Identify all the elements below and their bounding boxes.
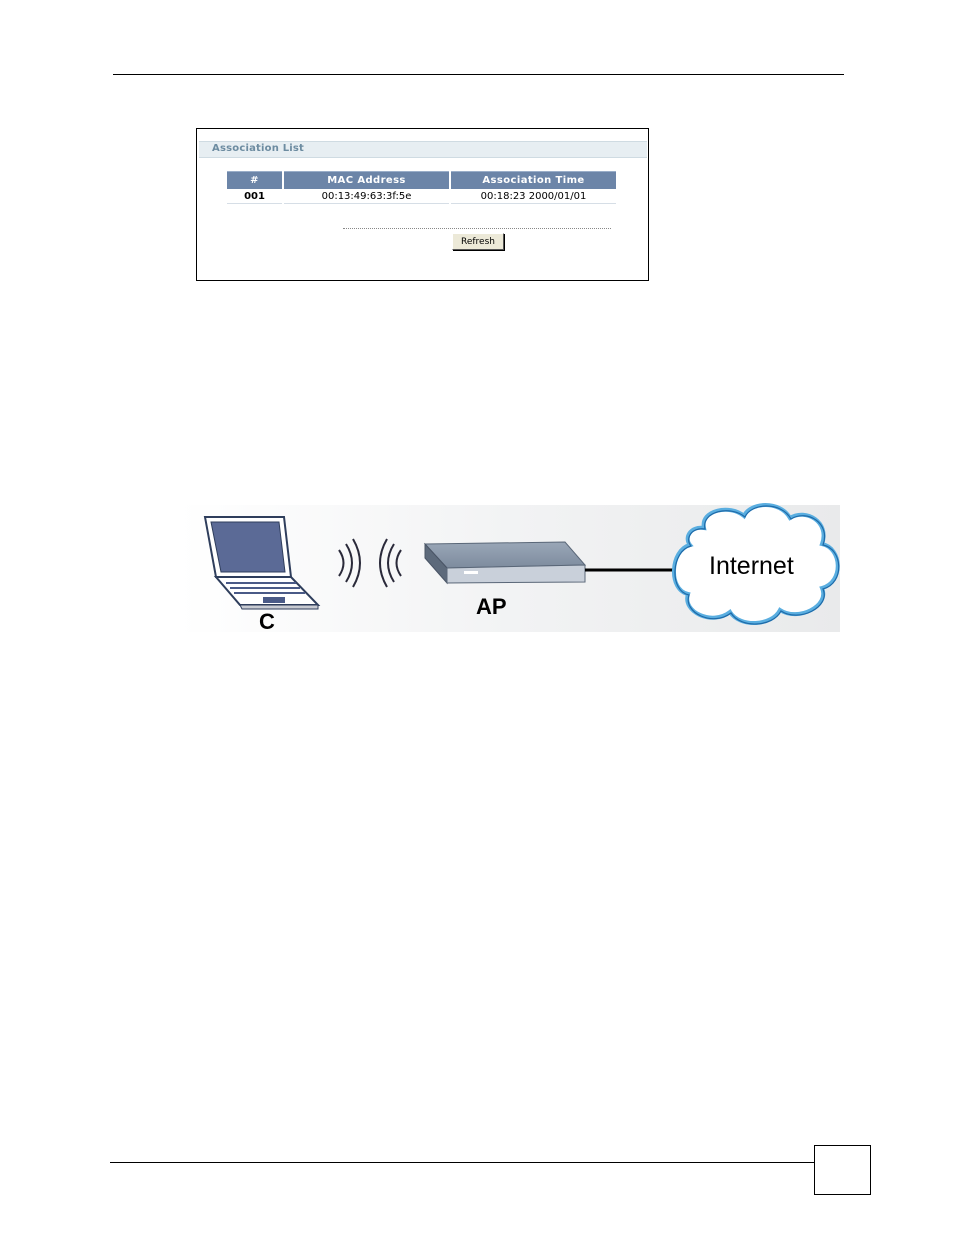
page-number-box xyxy=(814,1145,871,1195)
panel-title-bar: Association List xyxy=(199,141,647,158)
footer-rule xyxy=(110,1162,814,1163)
column-header-number: # xyxy=(227,171,282,189)
internet-label: Internet xyxy=(709,552,794,581)
cell-mac-address: 00:13:49:63:3f:5e xyxy=(284,189,449,204)
access-point-label: AP xyxy=(476,594,507,620)
wireless-signal-icon xyxy=(339,539,401,587)
access-point-icon xyxy=(425,542,585,583)
internet-cloud-icon xyxy=(674,505,839,624)
diagram-background xyxy=(178,505,840,632)
association-list-panel: Association List # MAC Address Associati… xyxy=(196,128,649,281)
cell-number: 001 xyxy=(227,189,282,204)
table-row: 001 00:13:49:63:3f:5e 00:18:23 2000/01/0… xyxy=(227,189,616,204)
cell-association-time: 00:18:23 2000/01/01 xyxy=(451,189,616,204)
column-header-mac-address: MAC Address xyxy=(284,171,449,189)
table-header-row: # MAC Address Association Time xyxy=(227,171,616,189)
panel-title: Association List xyxy=(212,143,304,154)
client-label: C xyxy=(259,609,275,635)
dotted-separator xyxy=(343,228,611,229)
laptop-icon xyxy=(205,517,318,609)
header-rule xyxy=(113,74,844,75)
column-header-association-time: Association Time xyxy=(451,171,616,189)
association-table: # MAC Address Association Time 001 00:13… xyxy=(225,171,618,204)
refresh-button[interactable]: Refresh xyxy=(452,233,504,250)
